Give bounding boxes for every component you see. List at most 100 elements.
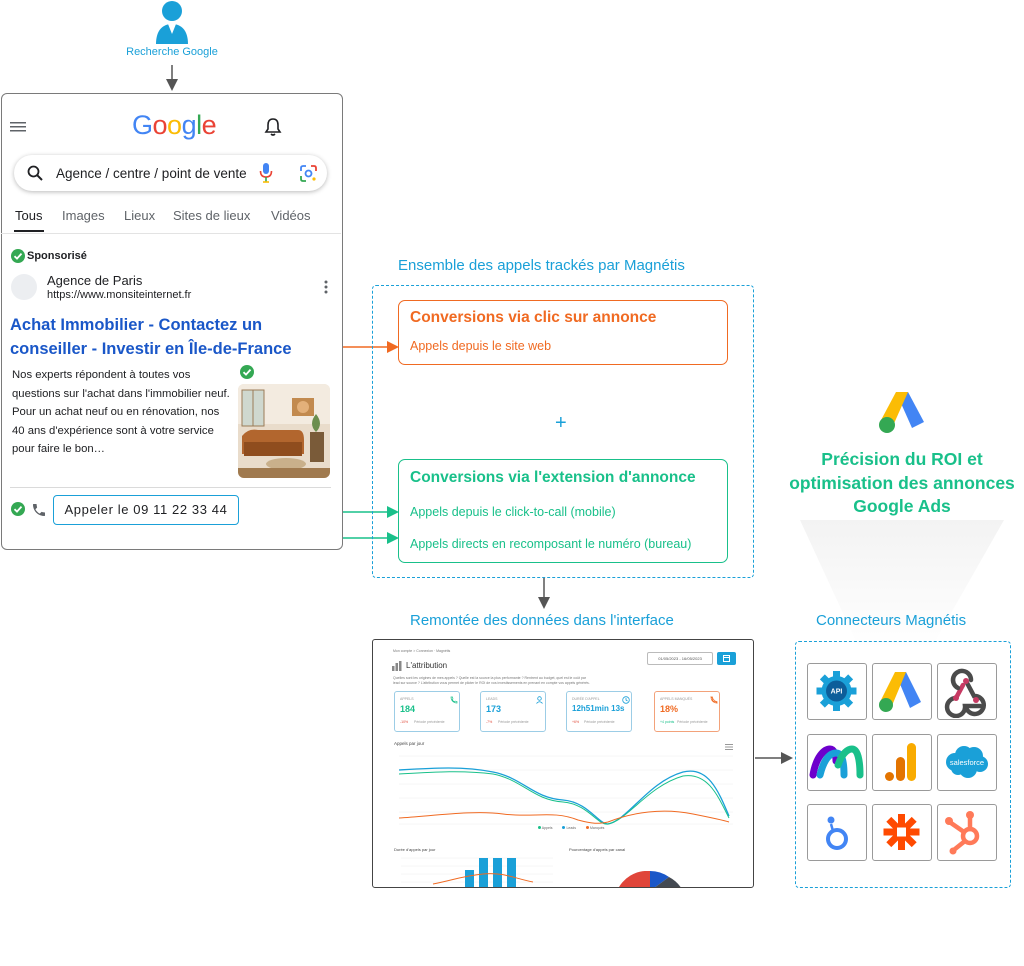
google-lens-icon[interactable]: [300, 165, 317, 182]
dashboard-page-title: L'attribution: [406, 661, 448, 670]
ad-headline-link[interactable]: Achat Immobilier - Contactez un conseill…: [10, 316, 292, 358]
attribution-icon: [392, 661, 402, 671]
ad-thumbnail-image: [238, 384, 330, 478]
kpi-label: DURÉE D'APPEL: [572, 697, 600, 701]
extension-conversion-line1: Appels depuis le click-to-call (mobile): [410, 505, 616, 519]
advertiser-favicon: [11, 274, 37, 300]
google-ads-icon: [879, 672, 921, 712]
sponsored-label: Sponsorisé: [27, 250, 87, 262]
kpi-note: Période précédente: [677, 720, 708, 724]
extension-conversion-title: Conversions via l'extension d'annonce: [410, 469, 696, 486]
connectors-title: Connecteurs Magnétis: [816, 612, 967, 629]
kpi-leads[interactable]: LEADS 173 -7% Période précédente: [480, 691, 546, 732]
kpi-delta: -7%: [486, 720, 493, 724]
kpi-value: 18%: [660, 704, 679, 714]
kpi-value: 173: [486, 704, 502, 714]
kpi-note: Période précédente: [414, 720, 445, 724]
dashboard-intro: Quelles sont les origines de mes appels …: [393, 676, 590, 685]
tab-places[interactable]: Lieux: [124, 208, 156, 223]
connector-hubspot[interactable]: [937, 804, 997, 861]
tab-all[interactable]: Tous: [15, 208, 43, 223]
dashboard-breadcrumb: Mon compte > Connexion · Magnétis: [393, 649, 451, 653]
hubspot-icon: [945, 811, 980, 855]
tracked-calls-container: [372, 285, 754, 578]
roi-line2: optimisation des annonces: [789, 472, 1015, 493]
kpi-delta: +4 points: [660, 720, 675, 724]
kpi-duration[interactable]: DURÉE D'APPEL 12h51min 13s +6% Période p…: [566, 691, 632, 732]
webhook-icon: [944, 668, 986, 719]
tab-place-sites[interactable]: Sites de lieux: [173, 208, 251, 223]
kpi-delta: +6%: [572, 720, 580, 724]
tab-images[interactable]: Images: [62, 208, 105, 223]
active-tab-indicator: [14, 230, 44, 232]
tab-videos[interactable]: Vidéos: [271, 208, 311, 223]
kpi-note: Période précédente: [498, 720, 529, 724]
series-line-leads: [398, 771, 730, 825]
microphone-icon[interactable]: [259, 162, 273, 184]
duration-chart-title: Durée d'appels par jour: [394, 847, 436, 852]
roi-heading: Précision du ROI et optimisation des ann…: [780, 448, 1024, 519]
connector-google-analytics[interactable]: [872, 734, 932, 791]
looker-studio-icon: [826, 816, 848, 850]
salesforce-label: salesforce: [950, 758, 984, 767]
kpi-label: APPELS: [400, 697, 414, 701]
kpi-calls[interactable]: APPELS 184 -10% Période précédente: [394, 691, 460, 732]
make-icon: [809, 745, 864, 779]
roi-beam: [800, 520, 1004, 650]
calls-per-day-title: Appels par jour: [394, 741, 425, 746]
more-options-icon[interactable]: [324, 280, 328, 294]
google-logo[interactable]: Google: [132, 110, 217, 140]
duration-bar-chart: [401, 857, 553, 887]
ad-description: Nos experts répondent à toutes vos quest…: [12, 369, 230, 455]
series-line-missed: [398, 810, 730, 824]
connector-make[interactable]: [807, 734, 867, 791]
connector-api[interactable]: API: [807, 663, 867, 720]
search-input[interactable]: Agence / centre / point de vente: [56, 166, 247, 181]
kpi-delta: -10%: [400, 720, 409, 724]
legend-leads: Leads: [566, 826, 577, 830]
connector-zapier[interactable]: [872, 804, 932, 861]
extension-conversion-box: [398, 459, 728, 563]
dashboard-screenshot: Mon compte > Connexion · Magnétis L'attr…: [372, 639, 754, 888]
advertiser-url[interactable]: https://www.monsiteinternet.fr: [47, 289, 192, 301]
kpi-label: LEADS: [486, 697, 498, 701]
chart-menu-icon[interactable]: [725, 744, 733, 750]
call-check-icon: [11, 502, 25, 516]
bell-icon[interactable]: [264, 117, 282, 137]
kpi-missed[interactable]: APPELS MANQUÉS 18% +4 points Période pré…: [654, 691, 720, 732]
salesforce-icon: salesforce: [946, 746, 988, 778]
search-bar[interactable]: [14, 155, 327, 191]
legend-calls: Appels: [541, 826, 553, 830]
connectors-container: [795, 641, 1011, 888]
connector-salesforce[interactable]: salesforce: [937, 734, 997, 791]
tabs-divider: [1, 233, 341, 234]
kpi-missed-call-icon: [710, 696, 718, 704]
kpi-note: Période précédente: [584, 720, 615, 724]
click-conversion-title: Conversions via clic sur annonce: [410, 309, 657, 326]
phone-icon[interactable]: [31, 502, 47, 518]
legend-missed: Manqués: [590, 826, 605, 830]
ad-divider: [10, 487, 331, 488]
search-icon[interactable]: [27, 165, 43, 181]
connector-google-ads[interactable]: [872, 663, 932, 720]
kpi-value: 12h51min 13s: [572, 704, 625, 713]
click-conversion-box: [398, 300, 728, 365]
kpi-user-icon: [536, 696, 543, 704]
call-button[interactable]: Appeler le 09 11 22 33 44: [53, 495, 239, 525]
kpi-clock-icon: [622, 696, 630, 704]
kpi-phone-icon: [450, 696, 458, 704]
date-range-picker[interactable]: 01/05/2023 - 16/05/2023: [647, 652, 713, 665]
hamburger-menu-icon[interactable]: [10, 121, 26, 133]
extension-conversion-line2: Appels directs en recomposant le numéro …: [410, 537, 692, 551]
connector-looker-studio[interactable]: [807, 804, 867, 861]
api-label: API: [831, 689, 843, 696]
kpi-label: APPELS MANQUÉS: [660, 697, 693, 701]
channel-pie-chart: [619, 871, 681, 887]
connector-webhook[interactable]: [937, 663, 997, 720]
calls-line-chart: [398, 755, 733, 825]
user-label: Recherche Google: [126, 46, 218, 58]
google-analytics-icon: [885, 743, 916, 781]
calendar-button[interactable]: [717, 652, 736, 665]
zapier-icon: [883, 814, 920, 850]
calendar-icon: [723, 655, 730, 662]
